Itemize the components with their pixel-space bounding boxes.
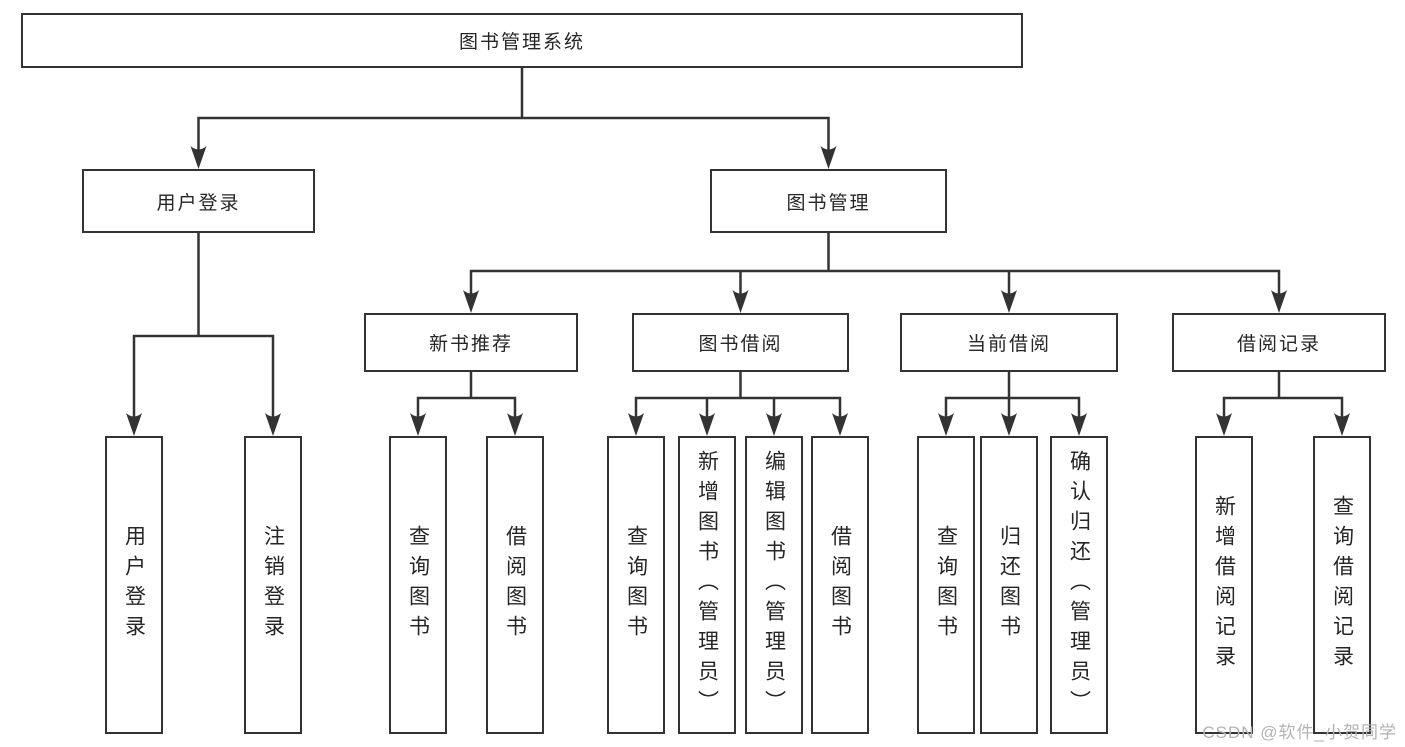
leaf-user-login: 用户登录	[105, 436, 163, 734]
leaf-label: 借阅图书	[503, 525, 527, 645]
leaf-label: 查询借阅记录	[1330, 495, 1354, 675]
leaf-query-books-current: 查询图书	[917, 436, 975, 734]
leaf-add-borrow-record: 新增借阅记录	[1195, 436, 1253, 734]
node-book-management: 图书管理	[710, 169, 947, 233]
leaf-query-books-recommend: 查询图书	[389, 436, 447, 734]
leaf-confirm-return-admin: 确认归还（管理员）	[1050, 436, 1108, 734]
node-new-book-recommendation: 新书推荐	[364, 313, 578, 372]
leaf-edit-book-admin: 编辑图书（管理员）	[745, 436, 803, 734]
leaf-label: 新增图书（管理员）	[695, 450, 719, 720]
leaf-query-borrow-record: 查询借阅记录	[1313, 436, 1371, 734]
leaf-label: 借阅图书	[828, 525, 852, 645]
leaf-label: 注销登录	[261, 525, 285, 645]
node-borrowing-records: 借阅记录	[1172, 313, 1386, 372]
leaf-label: 用户登录	[122, 525, 146, 645]
leaf-query-books-borrowing: 查询图书	[607, 436, 665, 734]
node-user-login: 用户登录	[82, 169, 315, 233]
leaf-logout: 注销登录	[244, 436, 302, 734]
leaf-label: 编辑图书（管理员）	[762, 450, 786, 720]
leaf-borrow-books: 借阅图书	[811, 436, 869, 734]
leaf-label: 归还图书	[997, 525, 1021, 645]
leaf-return-book: 归还图书	[980, 436, 1038, 734]
leaf-label: 确认归还（管理员）	[1067, 450, 1091, 720]
leaf-borrow-books-recommend: 借阅图书	[486, 436, 544, 734]
node-book-borrowing: 图书借阅	[632, 313, 849, 372]
leaf-add-book-admin: 新增图书（管理员）	[678, 436, 736, 734]
node-current-borrowing: 当前借阅	[900, 313, 1118, 372]
leaf-label: 新增借阅记录	[1212, 495, 1236, 675]
leaf-label: 查询图书	[624, 525, 648, 645]
csdn-watermark: CSDN @软件_小贺同学	[1202, 723, 1397, 742]
leaf-label: 查询图书	[934, 525, 958, 645]
leaf-label: 查询图书	[406, 525, 430, 645]
node-library-management-system: 图书管理系统	[21, 13, 1023, 68]
